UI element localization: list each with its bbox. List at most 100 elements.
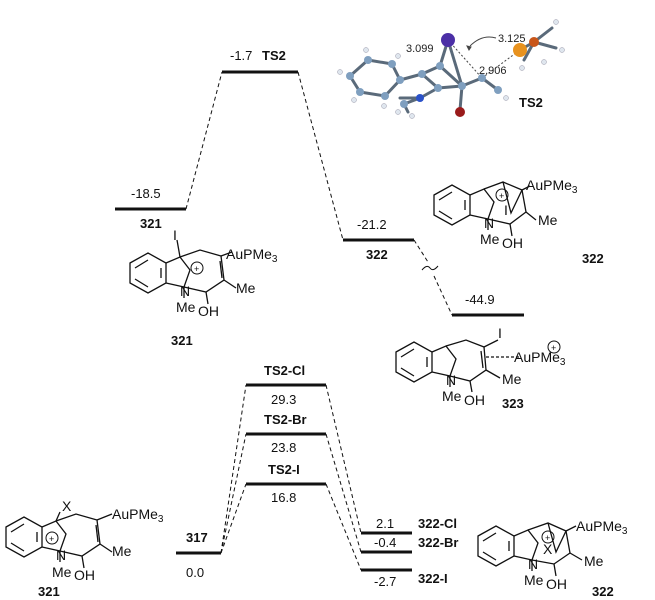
nitrogen-label: N: [180, 283, 190, 299]
n-methyl: Me: [442, 388, 462, 404]
lower-energy-profile: 317 0.0 TS2-Cl 29.3 TS2-Br 23.8 TS2-I 16…: [176, 363, 458, 589]
connector-ts2-322: [297, 71, 344, 241]
label-317: 317: [186, 530, 208, 545]
methyl: Me: [112, 543, 132, 559]
connector-ts2-br-322-br: [325, 433, 362, 553]
n-methyl: Me: [480, 231, 500, 247]
structure-322-number: 322: [582, 251, 604, 266]
aupme3-group: AuPMe3: [112, 506, 164, 525]
label-321: 321: [140, 216, 162, 231]
structure-321-bottom-text: X + AuPMe3 N Me OH Me 321: [38, 498, 164, 599]
label-322-br: 322-Br: [418, 535, 458, 550]
phosphorus-atom: [529, 37, 539, 47]
hydroxyl: OH: [74, 567, 95, 583]
connector-ts2-cl-322-cl: [325, 384, 362, 534]
connector-322-break: [413, 239, 429, 263]
bromine-atom: [455, 107, 465, 117]
structure-321-top: [129, 239, 237, 305]
nitrogen-label: N: [56, 547, 66, 563]
label-ts2-cl: TS2-Cl: [264, 363, 305, 378]
energy-322: -21.2: [357, 217, 387, 232]
pyrrole-ring: [431, 345, 457, 377]
connector-317-ts2-cl: [220, 384, 247, 554]
six-ring: [527, 522, 571, 565]
halogen-x: X: [62, 498, 72, 514]
connector-317-ts2-i: [220, 483, 247, 554]
distance-label-1: 3.099: [406, 43, 434, 55]
pyrrole-ring: [469, 188, 495, 220]
label-322-i: 322-I: [418, 571, 448, 586]
distance-label-3: 2.906: [479, 65, 507, 77]
aupme3-group: AuPMe3: [526, 177, 578, 196]
n-methyl: Me: [52, 564, 72, 580]
aupme3-group: AuPMe3: [514, 349, 566, 368]
six-ring: [55, 513, 101, 557]
hydroxyl: OH: [198, 303, 219, 319]
label-ts2-i: TS2-I: [268, 462, 300, 477]
energy-ts2-br: 23.8: [271, 440, 296, 455]
structure-322-top-text: + I AuPMe3 N Me OH Me 322: [480, 177, 604, 266]
structure-322-bottom: [477, 522, 583, 577]
energy-323: -44.9: [465, 292, 495, 307]
aupme3-group: AuPMe3: [226, 246, 278, 265]
cation-charge: +: [194, 264, 199, 274]
n-methyl: Me: [176, 299, 196, 315]
iodo-atom: I: [173, 227, 177, 243]
structure-322-bottom-text: + X AuPMe3 N Me OH Me 322: [524, 518, 628, 599]
methyl: Me: [236, 280, 256, 296]
structure-322-top: [433, 181, 537, 237]
nitrogen-label: N: [446, 372, 456, 388]
pyrrole-ring: [513, 529, 539, 561]
connector-321-ts2: [185, 71, 223, 210]
six-ring: [179, 249, 225, 293]
break-mark: [421, 265, 439, 271]
iodo-atom: I: [498, 325, 502, 341]
connector-ts2-i-322-i: [325, 483, 362, 571]
six-ring: [483, 181, 527, 225]
distance-label-2: 3.125: [498, 33, 526, 45]
structure-323-text: I + AuPMe3 N Me OH Me 323: [442, 325, 566, 411]
structure-321-number: 321: [171, 333, 193, 348]
model-contacts: [447, 36, 521, 79]
energy-322-i: -2.7: [374, 574, 396, 589]
structure-322-bottom-number: 322: [592, 584, 614, 599]
methyl: Me: [502, 371, 522, 387]
iodine-atom: [441, 33, 455, 47]
lower-connectors: [220, 384, 362, 571]
ts2-3d-model: 3.099 3.125 2.906 TS2: [337, 19, 565, 119]
structure-323-number: 323: [502, 396, 524, 411]
energy-317: 0.0: [186, 565, 204, 580]
energy-ts2: -1.7: [230, 48, 252, 63]
connector-317-ts2-br: [220, 433, 247, 554]
cation-charge: +: [551, 343, 556, 353]
methyl: Me: [538, 212, 558, 228]
structure-323: [395, 339, 561, 393]
cation-charge: +: [499, 191, 504, 201]
pyrrole-ring: [165, 256, 191, 288]
six-ring: [445, 339, 487, 382]
nitrogen-label: N: [528, 556, 538, 572]
hydroxyl: OH: [464, 392, 485, 408]
label-322-cl: 322-Cl: [418, 516, 457, 531]
energy-ts2-cl: 29.3: [271, 392, 296, 407]
model-atoms: [337, 19, 565, 119]
hydroxyl: OH: [546, 576, 567, 592]
iodo-atom: I: [504, 202, 508, 218]
upper-energy-profile: -18.5 321 -1.7 TS2 -21.2 322 -44.9: [115, 48, 524, 317]
halogen-x: X: [543, 541, 553, 557]
structure-321-bottom-number: 321: [38, 584, 60, 599]
energy-322-cl: 2.1: [376, 516, 394, 531]
hydroxyl: OH: [502, 235, 523, 251]
ts-model-label: TS2: [519, 95, 543, 110]
label-ts2-br: TS2-Br: [264, 412, 307, 427]
energy-ts2-i: 16.8: [271, 490, 296, 505]
label-322: 322: [366, 247, 388, 262]
label-ts2: TS2: [262, 48, 286, 63]
energy-322-br: -0.4: [374, 535, 396, 550]
cation-charge: +: [49, 534, 54, 544]
pyrrole-ring: [41, 520, 67, 552]
structure-321-bottom: [5, 511, 113, 569]
methyl: Me: [584, 553, 604, 569]
energy-321: -18.5: [131, 186, 161, 201]
